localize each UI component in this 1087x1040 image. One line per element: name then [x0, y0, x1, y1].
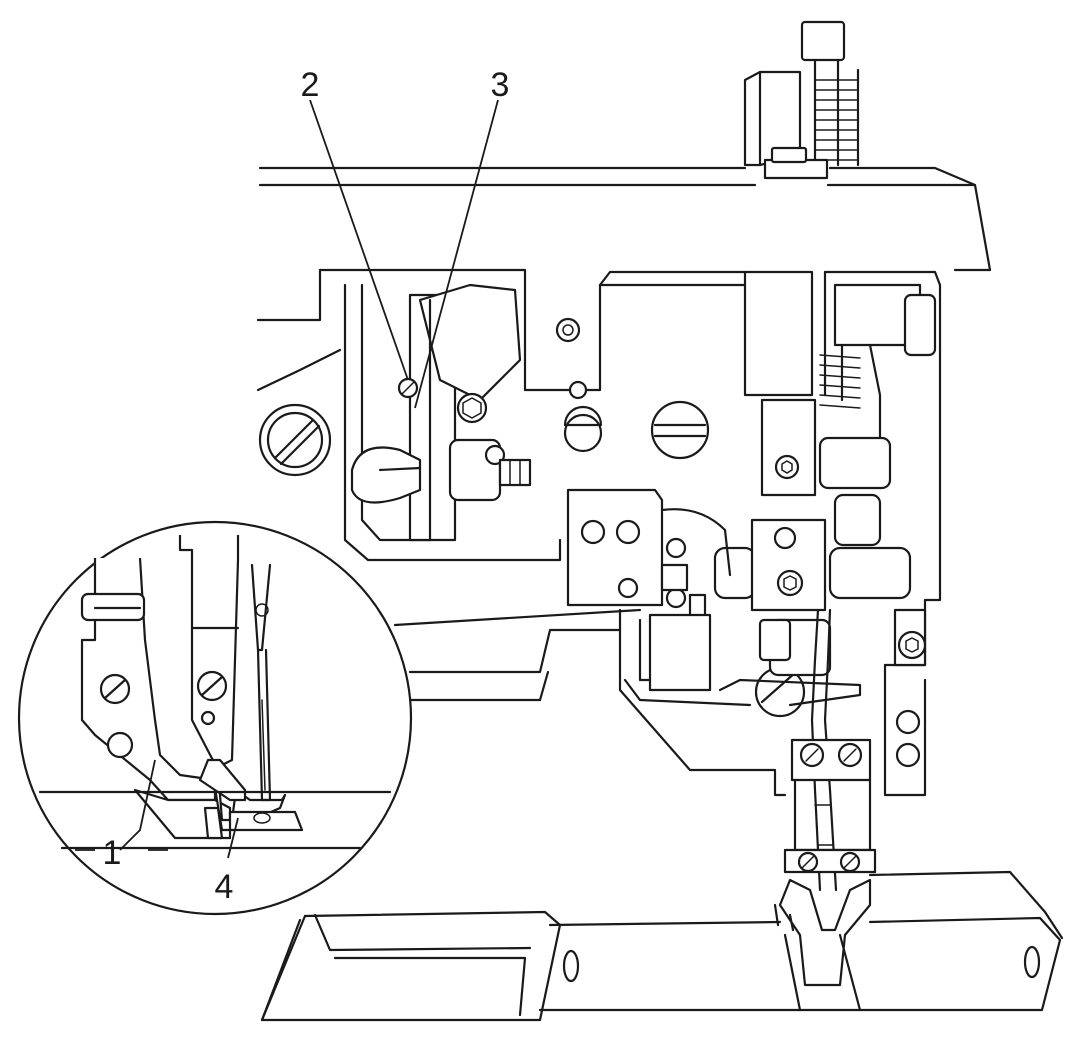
top-tension-stud [743, 20, 860, 180]
machine-bed [260, 870, 1064, 1022]
head-screws [258, 278, 800, 477]
leader-lines [75, 99, 499, 859]
thread-guide-bracket [566, 488, 732, 637]
detail-inset [17, 520, 413, 916]
callout-3: 3 [491, 66, 510, 104]
machine-arm [256, 166, 992, 702]
callout-4: 4 [215, 868, 234, 906]
lower-foot-mechanism [618, 608, 877, 987]
callout-1: 1 [103, 834, 122, 872]
thread-tension-assembly [350, 283, 532, 542]
callout-2: 2 [301, 66, 320, 104]
needle-bar-mechanism [713, 270, 942, 797]
